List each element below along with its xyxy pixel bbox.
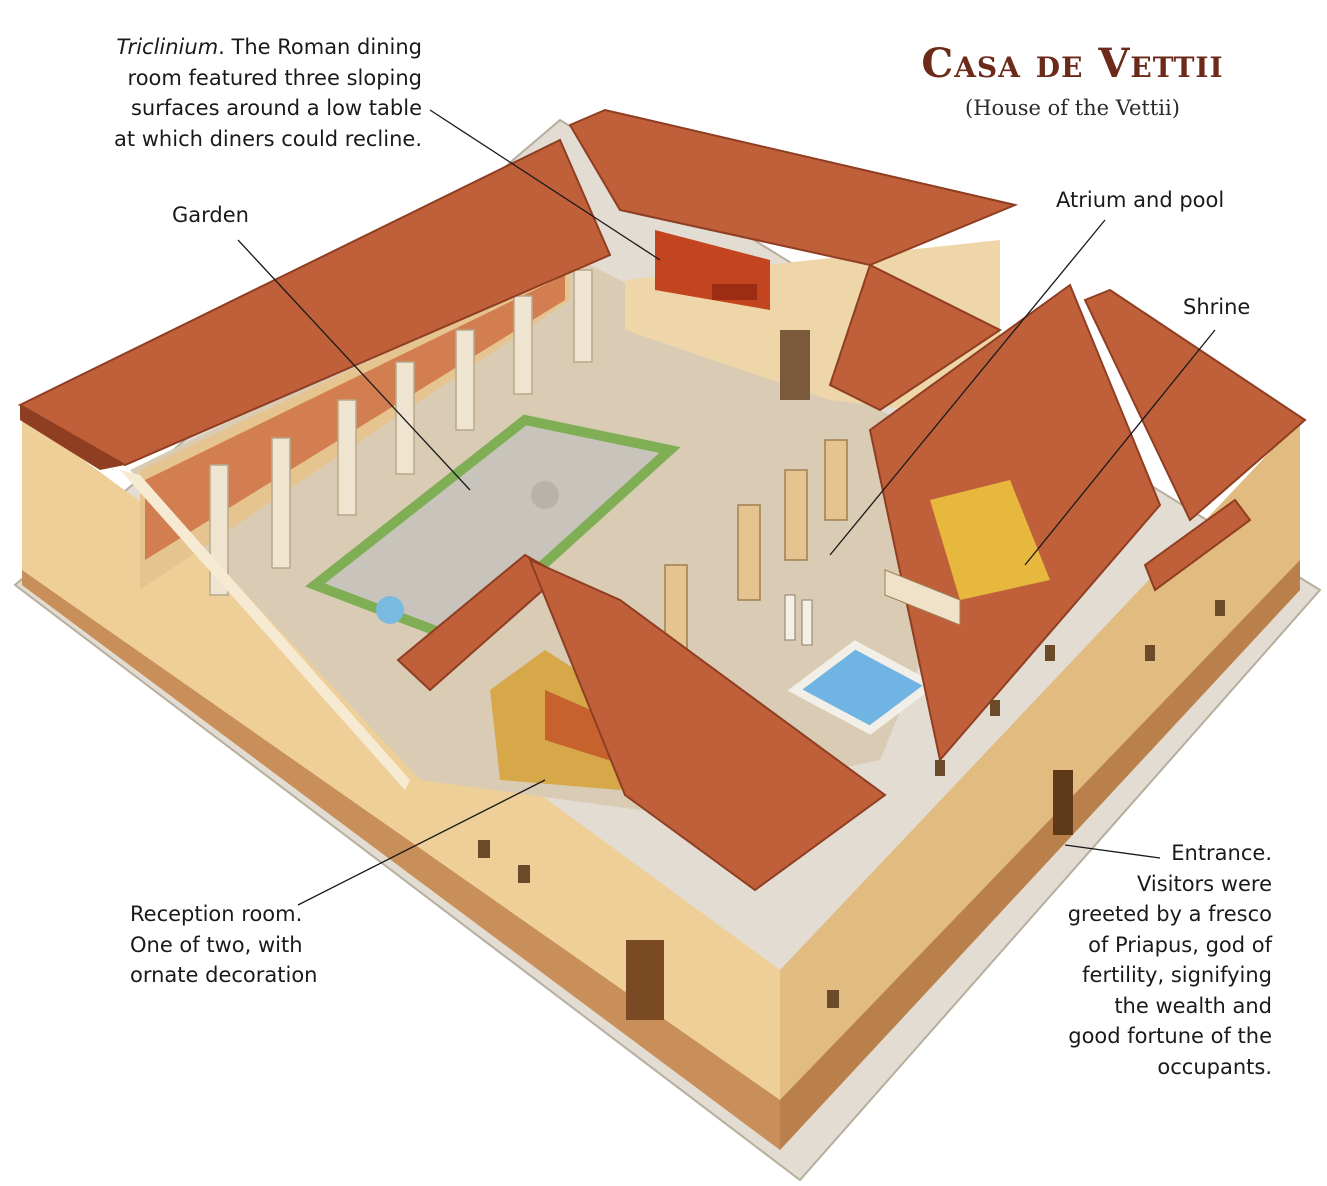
roof-back xyxy=(568,108,1019,267)
wall-right-base xyxy=(780,560,1300,1150)
triclinium-couch xyxy=(712,284,757,300)
label-reception-line-3: ornate decoration xyxy=(130,963,318,987)
atrium-pillars xyxy=(664,439,848,651)
leader-lines xyxy=(237,109,1216,906)
label-triclinium-rest: . The Roman dining xyxy=(218,35,422,59)
reception-door xyxy=(626,940,664,1020)
roof-right xyxy=(1083,288,1307,522)
label-reception-line-1: Reception room. xyxy=(130,902,303,926)
front-wall-top xyxy=(120,470,410,790)
roof-front xyxy=(528,558,887,892)
label-triclinium: Triclinium. The Roman dining room featur… xyxy=(60,32,422,154)
label-entrance-line-3: greeted by a fresco xyxy=(1067,902,1272,926)
shrine-base xyxy=(884,569,961,626)
label-entrance-line-1: Entrance. xyxy=(1171,841,1272,865)
diagram-title: Casa de Vettii xyxy=(921,40,1224,87)
garden-bed xyxy=(304,414,681,646)
garden-basin xyxy=(376,596,404,624)
diagram-subtitle: (House of the Vettii) xyxy=(965,96,1180,120)
visitor-figures xyxy=(784,594,813,646)
roof-left-end xyxy=(20,405,125,470)
label-entrance-line-6: the wealth and xyxy=(1114,993,1272,1018)
triclinium-door xyxy=(780,330,810,400)
entrance-door xyxy=(1053,770,1073,835)
label-garden: Garden xyxy=(172,203,249,227)
roof-back-lower xyxy=(828,263,1002,412)
label-entrance-line-8: occupants. xyxy=(1157,1054,1272,1079)
label-reception-line-2: One of two, with xyxy=(130,932,303,957)
label-triclinium-term: Triclinium xyxy=(116,35,219,59)
label-triclinium-line-4: at which diners could recline. xyxy=(113,126,422,151)
label-triclinium-line-3: surfaces around a low table xyxy=(130,96,422,120)
exterior-windows xyxy=(478,600,1225,1008)
label-entrance-line-5: fertility, signifying xyxy=(1082,963,1272,987)
label-shrine: Shrine xyxy=(1183,295,1251,319)
roof-right-small xyxy=(1143,498,1252,592)
colonnade-columns xyxy=(209,269,593,596)
shrine-niche xyxy=(930,480,1050,600)
label-entrance-line-7: good fortune of the xyxy=(1068,1024,1272,1048)
label-entrance: Entrance. Visitors were greeted by a fre… xyxy=(1030,838,1272,1082)
label-reception-room: Reception room. One of two, with ornate … xyxy=(130,899,390,991)
label-atrium: Atrium and pool xyxy=(1056,188,1225,212)
label-entrance-line-2: Visitors were xyxy=(1136,871,1272,896)
label-triclinium-line-2: room featured three sloping xyxy=(127,65,422,90)
label-entrance-line-4: of Priapus, god of xyxy=(1088,932,1272,957)
label-triclinium-line-1: Triclinium. The Roman dining xyxy=(60,32,422,63)
wall-left-base xyxy=(22,570,780,1150)
garden-fountain xyxy=(531,481,559,509)
